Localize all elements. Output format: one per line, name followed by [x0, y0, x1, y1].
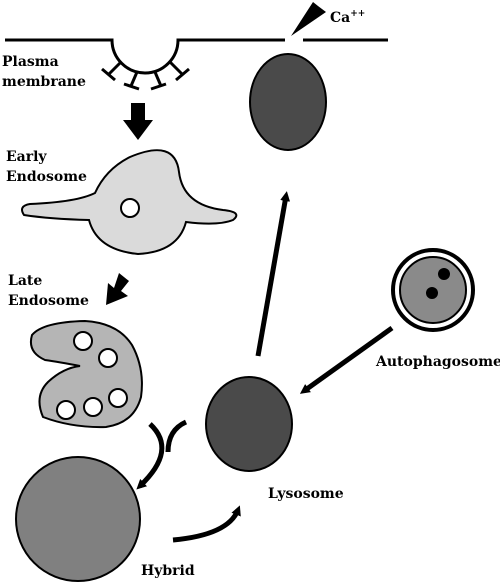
late-endosome-label-line1: Late: [8, 273, 43, 289]
calcium-label-symbol: Ca: [330, 10, 351, 26]
lysosome-organelle: [205, 376, 293, 472]
membrane-receptors: [101, 60, 190, 91]
calcium-label-charge: ++: [350, 9, 366, 19]
arrow-early-to-late-endosome: [106, 273, 129, 305]
late-endosome-label: Late Endosome: [8, 271, 89, 311]
arrow-late-endosome-to-hybrid: [136, 422, 165, 490]
plasma-membrane-label-line1: Plasma: [2, 54, 59, 70]
autophagosome-label: Autophagosome: [376, 354, 500, 370]
docked-lysosome: [249, 53, 327, 151]
early-endosome-vesicle: [120, 198, 140, 218]
arrow-hybrid-to-lysosome: [172, 505, 241, 543]
plasma-membrane-label-line2: membrane: [2, 74, 86, 90]
late-endosome-vesicles: [56, 331, 128, 420]
arrow-lysosome-to-membrane: [255, 191, 291, 357]
plasma-membrane: [5, 38, 285, 91]
early-endosome-label-line1: Early: [6, 149, 47, 165]
hybrid-organelle: [15, 456, 141, 582]
arrow-membrane-to-early-endosome: [123, 103, 153, 140]
arrow-autophagosome-to-lysosome: [299, 325, 394, 394]
early-endosome-label: Early Endosome: [6, 147, 87, 187]
hybrid-label: Hybrid: [141, 563, 195, 579]
plasma-membrane-label: Plasma membrane: [2, 52, 86, 92]
lysosome-label: Lysosome: [268, 486, 344, 502]
late-endosome-label-line2: Endosome: [8, 293, 89, 309]
calcium-release-icon: [291, 2, 326, 36]
early-endosome-label-line2: Endosome: [6, 169, 87, 185]
autophagosome-organelle: [391, 248, 475, 332]
calcium-label: Ca++: [330, 4, 365, 28]
fusion-curve-from-lysosome: [165, 419, 188, 453]
